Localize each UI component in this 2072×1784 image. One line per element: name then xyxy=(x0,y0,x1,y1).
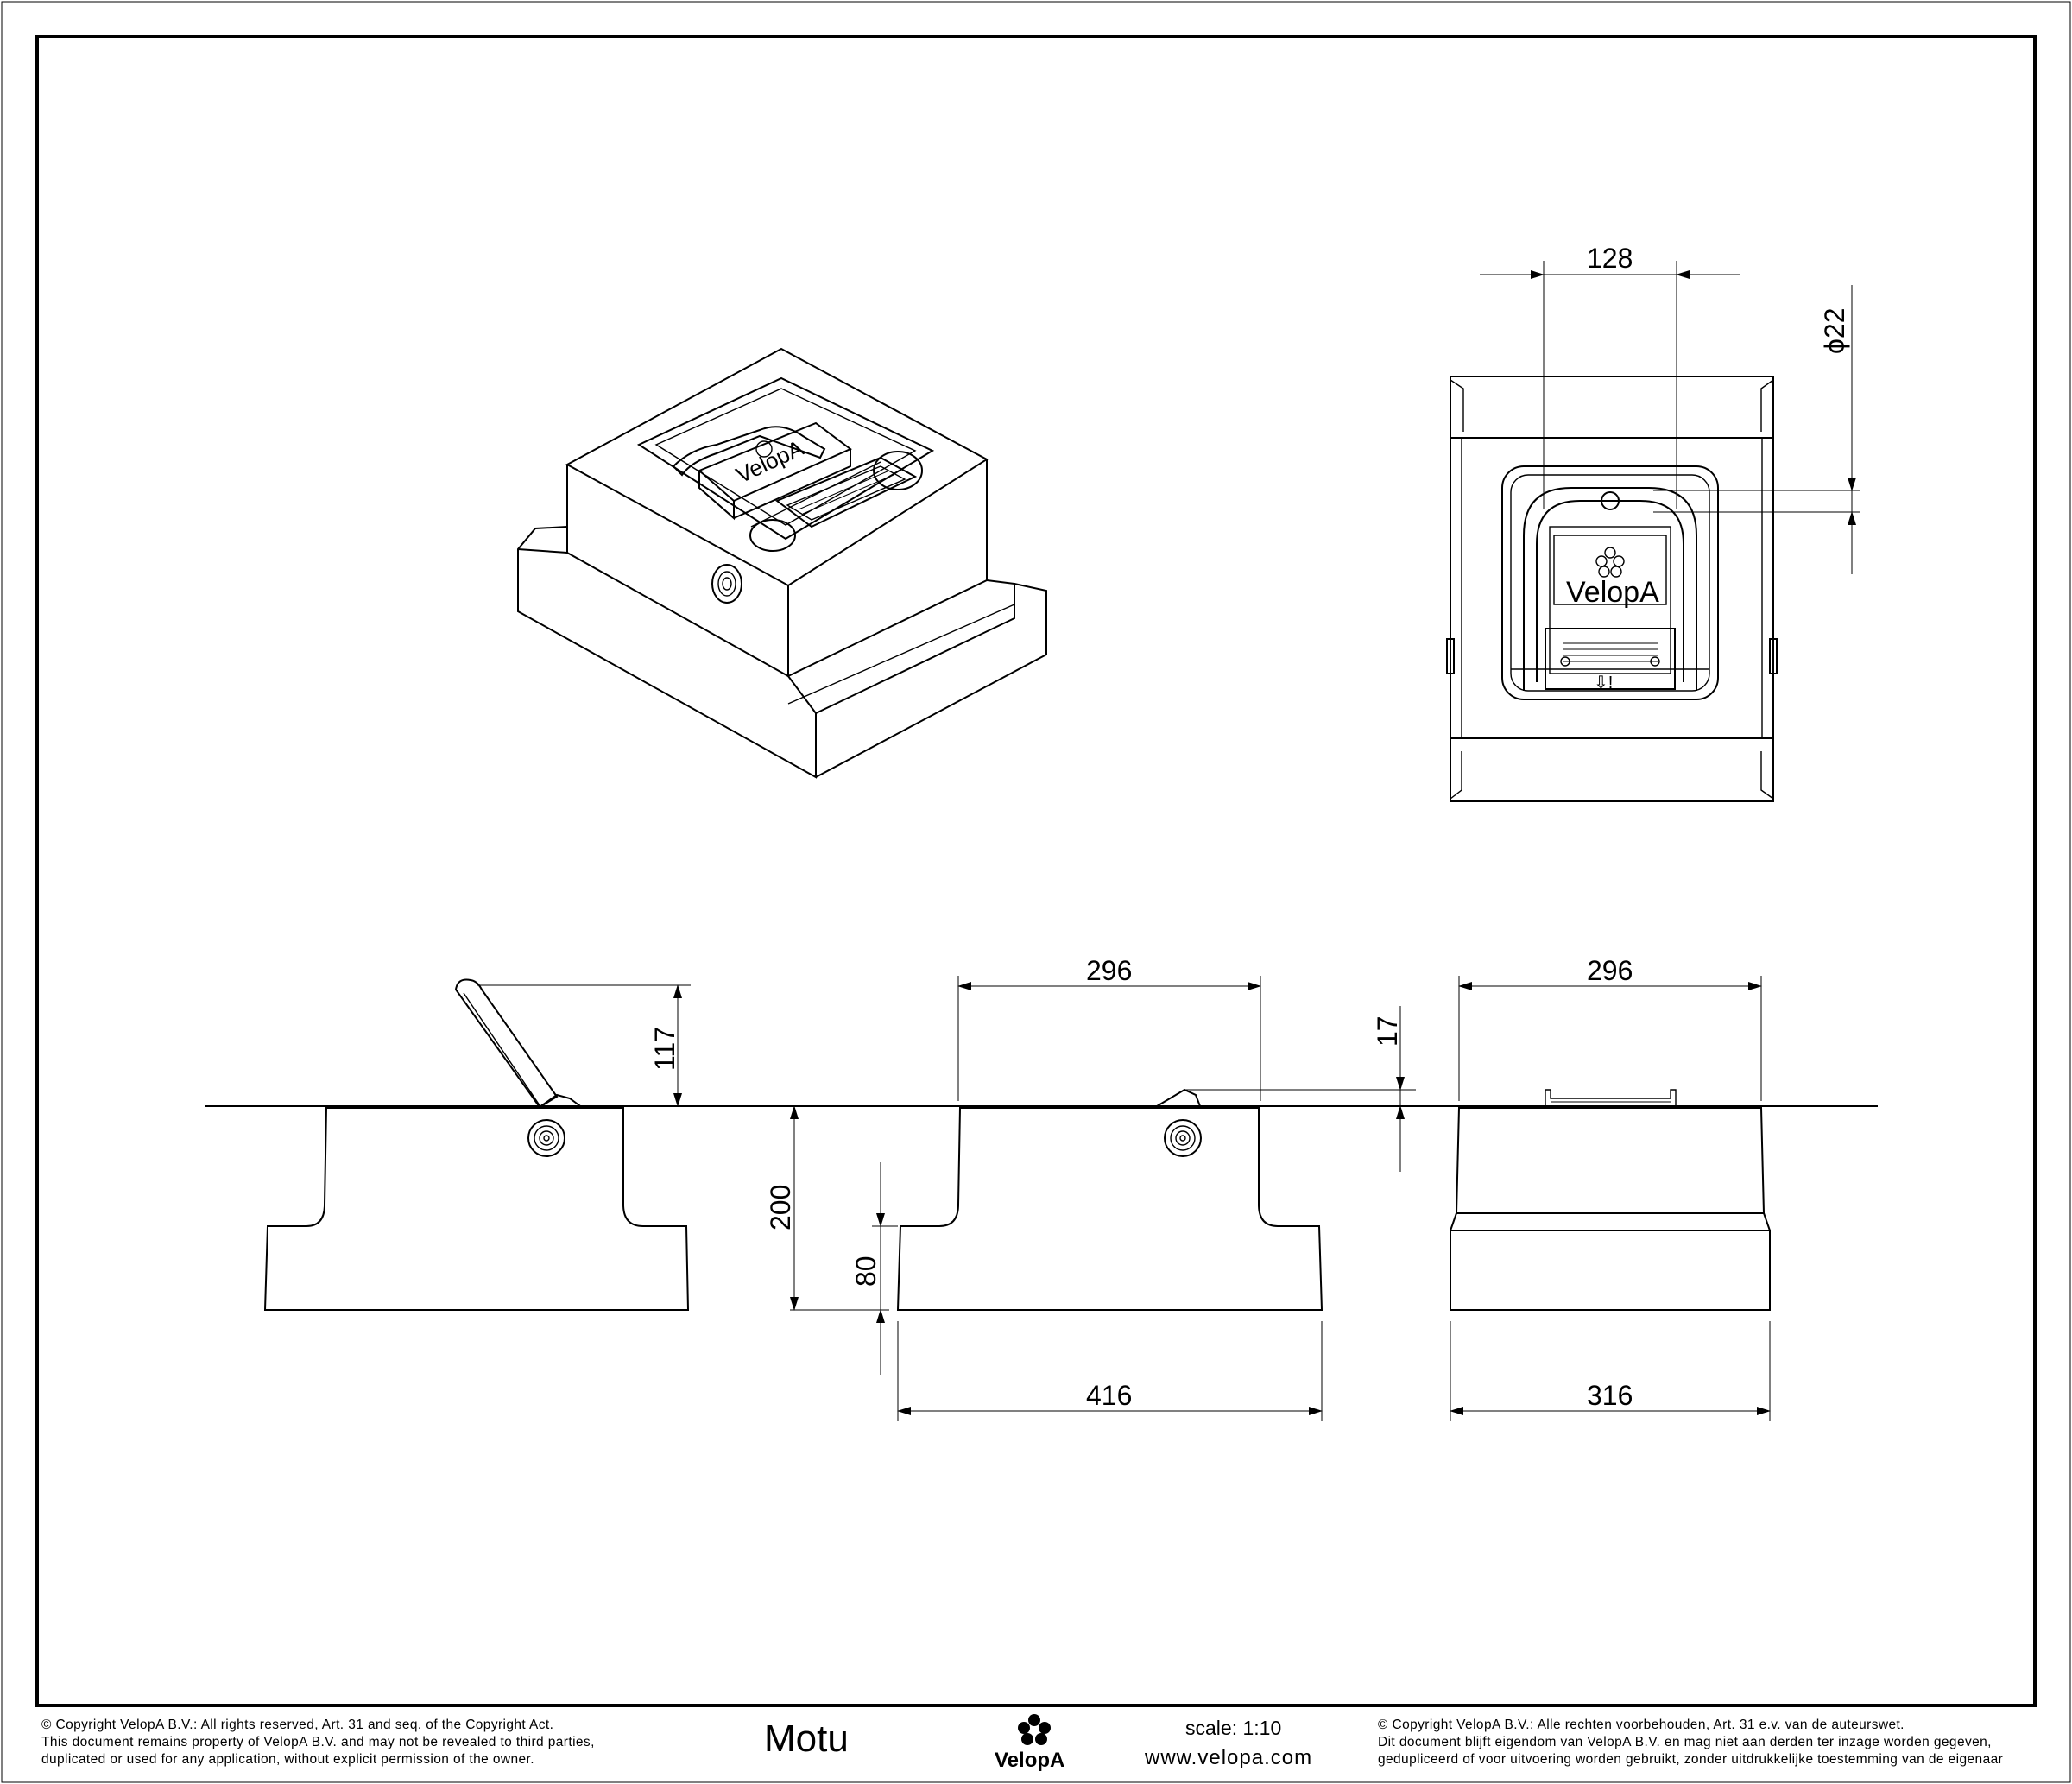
front-view xyxy=(896,1088,1323,1311)
top-view: VelopA ⇩! xyxy=(1446,376,1778,802)
copyright-en-line-2: This document remains property of VelopA… xyxy=(41,1735,595,1749)
copyright-en-line-3: duplicated or used for any application, … xyxy=(41,1752,534,1767)
top-view-dimensions: 128 ϕ22 xyxy=(1480,243,1860,574)
front-view-dimensions: 296 200 80 416 17 xyxy=(765,955,1416,1421)
isometric-view: VelopA xyxy=(517,347,1047,779)
dim-front-foot-height: 80 xyxy=(850,1256,881,1287)
title-block: © Copyright VelopA B.V.: All rights rese… xyxy=(41,1714,2003,1772)
dim-front-height: 200 xyxy=(765,1185,796,1230)
drawing-frame xyxy=(35,35,2037,1707)
drawing-scale: scale: 1:10 xyxy=(1185,1717,1281,1739)
dim-end-base-width: 316 xyxy=(1587,1380,1633,1411)
pedal-arrow-icon: ⇩! xyxy=(1594,674,1613,693)
end-view xyxy=(1450,1089,1771,1311)
dim-handle-height: 117 xyxy=(649,1027,680,1071)
copyright-nl-line-2: Dit document blijft eigendom van VelopA … xyxy=(1378,1735,1992,1749)
website-link[interactable]: www.velopa.com xyxy=(1144,1746,1312,1769)
side-view-dimensions: 117 xyxy=(477,984,691,1107)
dim-front-top-width: 296 xyxy=(1086,955,1132,986)
copyright-en-line-1: © Copyright VelopA B.V.: All rights rese… xyxy=(41,1718,553,1732)
velopa-logo-icon xyxy=(1018,1714,1051,1745)
copyright-nl-line-3: gedupliceerd of voor uitvoering worden g… xyxy=(1378,1752,2003,1767)
copyright-nl-line-1: © Copyright VelopA B.V.: Alle rechten vo… xyxy=(1378,1718,1905,1732)
dim-pedal-height: 17 xyxy=(1372,1015,1403,1047)
side-view xyxy=(263,978,690,1311)
dim-front-base-width: 416 xyxy=(1086,1380,1132,1411)
top-logo-text: VelopA xyxy=(1566,576,1659,609)
brand-name: VelopA xyxy=(995,1749,1064,1772)
dim-handle-width: 128 xyxy=(1587,243,1633,274)
dim-tube-diameter: ϕ22 xyxy=(1819,307,1850,354)
drawing-title: Motu xyxy=(764,1718,849,1760)
flower-logo-icon xyxy=(1595,547,1625,578)
dim-end-top-width: 296 xyxy=(1587,955,1633,986)
end-view-dimensions: 296 316 xyxy=(1450,955,1771,1421)
